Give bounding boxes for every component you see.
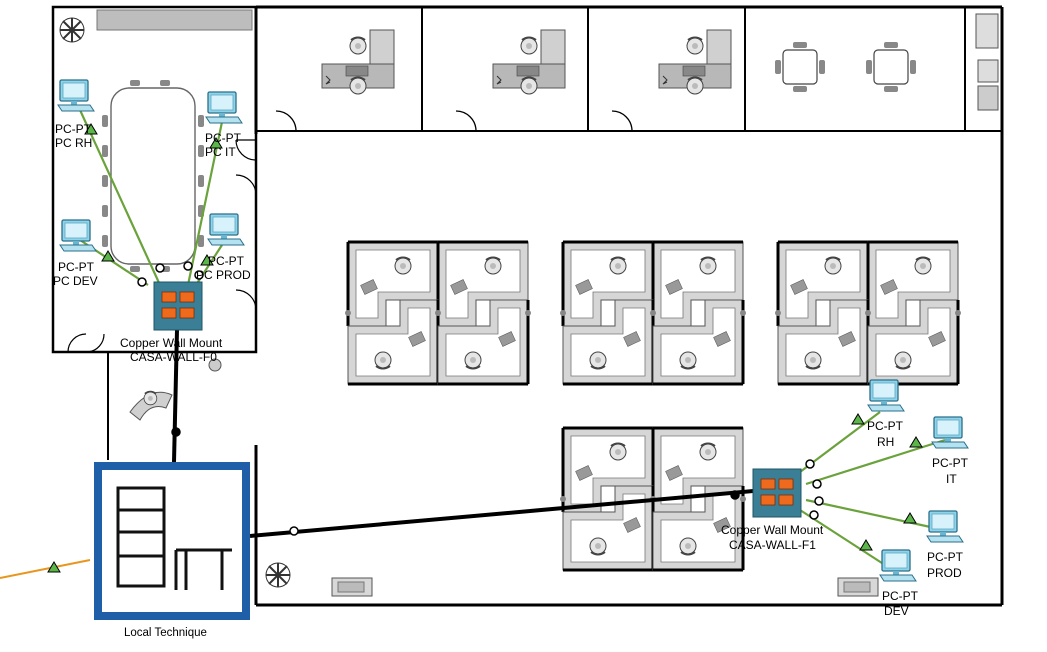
pc-rh-icon[interactable] (57, 79, 95, 112)
door-swings (67, 110, 633, 353)
counter-furniture (96, 9, 253, 31)
pc-rh-f1-type-label: PC-PT (867, 419, 903, 433)
pc-dev-f1-name-label: DEV (884, 604, 909, 618)
wall-mount-f0-icon[interactable] (153, 281, 203, 331)
wall-mount-f1-model-label: Copper Wall Mount (721, 523, 824, 537)
wall-mount-f1-icon[interactable] (752, 468, 802, 518)
pc-dev-icon[interactable] (59, 219, 97, 252)
printer-icon (331, 577, 373, 597)
pc-it-f1-icon[interactable] (931, 416, 969, 449)
pc-prod-f1-type-label: PC-PT (927, 550, 963, 564)
pc-dev-f1-icon[interactable] (879, 549, 917, 582)
plant-icon (265, 562, 291, 588)
pc-prod-name-label: PC PROD (196, 268, 251, 282)
link-status-markers (47, 123, 923, 573)
pc-rh-f1-name-label: RH (877, 435, 895, 449)
cubicle-clusters (345, 242, 961, 570)
pc-rh-name-label: PC RH (55, 136, 93, 150)
wall-mount-f0-model-label: Copper Wall Mount (120, 336, 223, 350)
pc-it-type-label: PC-PT (205, 131, 241, 145)
building-walls (51, 5, 1004, 607)
pc-prod-icon[interactable] (207, 213, 245, 246)
pc-dev-name-label: PC DEV (53, 274, 98, 288)
pc-prod-type-label: PC-PT (208, 254, 244, 268)
pc-rh-f1-icon[interactable] (867, 379, 905, 412)
wall-mount-f0-name-label: CASA-WALL-F0 (130, 350, 217, 364)
pc-rh-type-label: PC-PT (55, 122, 91, 136)
pc-it-icon[interactable] (205, 91, 243, 124)
pc-prod-f1-name-label: PROD (927, 566, 962, 580)
pc-dev-f1-type-label: PC-PT (882, 589, 918, 603)
pc-dev-type-label: PC-PT (58, 260, 94, 274)
office-desks (318, 13, 999, 111)
technical-room-icon[interactable] (94, 462, 250, 620)
pc-it-name-label: PC IT (205, 145, 236, 159)
pc-prod-f1-icon[interactable] (926, 510, 964, 543)
plant-icon (59, 17, 85, 43)
conference-table (102, 80, 204, 272)
technical-room-label: Local Technique (124, 627, 207, 639)
pc-it-f1-name-label: IT (946, 472, 957, 486)
printer-icon (837, 577, 879, 597)
pc-it-f1-type-label: PC-PT (932, 456, 968, 470)
port-markers (137, 261, 824, 536)
wall-mount-f1-name-label: CASA-WALL-F1 (729, 538, 816, 552)
reception-desk (129, 358, 222, 421)
